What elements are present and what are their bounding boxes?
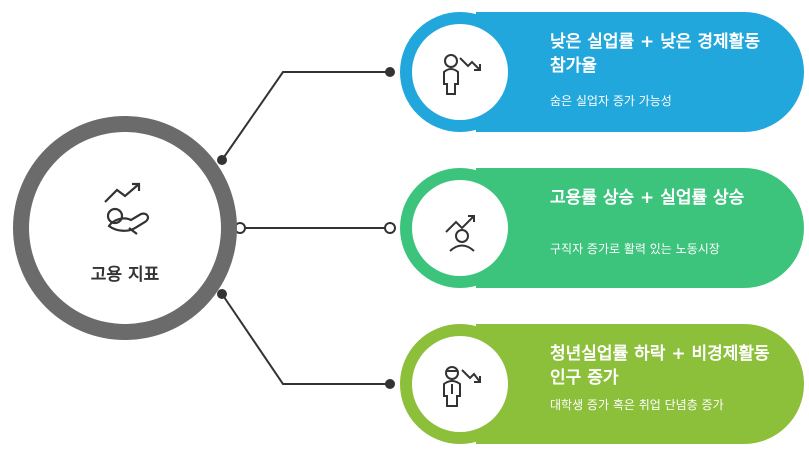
card-description: 숨은 실업자 증가 가능성 bbox=[550, 94, 672, 108]
card-body bbox=[476, 168, 804, 288]
person-trend-down-icon bbox=[443, 54, 481, 95]
card-body bbox=[476, 324, 804, 444]
student-trend-down-icon bbox=[443, 366, 481, 407]
card-description: 대학생 증가 혹은 취업 단념층 증가 bbox=[550, 398, 724, 412]
person-trend-up-icon bbox=[445, 215, 475, 252]
employment-indicator-hub: 고용 지표 bbox=[13, 116, 237, 340]
card-employment-rise: 고용률 상승 + 실업률 상승 구직자 증가로 활력 있는 노동시장 bbox=[400, 168, 804, 288]
connector-top-start-dot bbox=[385, 67, 395, 77]
card-icon-circle bbox=[412, 180, 508, 276]
connector-top-end-dot bbox=[217, 155, 227, 165]
card-icon-ring bbox=[400, 324, 520, 444]
card-icon-ring bbox=[400, 168, 520, 288]
card-title: 청년실업률 하락 + 비경제활동인구 증가 bbox=[550, 344, 770, 388]
connector-top bbox=[221, 71, 390, 161]
person-trend-up-icon bbox=[104, 182, 150, 235]
connector-bottom bbox=[221, 293, 390, 385]
card-youth-unemployment: 청년실업률 하락 + 비경제활동인구 증가 대학생 증가 혹은 취업 단념층 증… bbox=[400, 324, 804, 444]
card-low-unemployment: 낮은 실업률 + 낮은 경제활동참가율 숨은 실업자 증가 가능성 bbox=[400, 12, 804, 132]
card-title: 고용률 상승 + 실업률 상승 bbox=[550, 188, 745, 208]
card-body bbox=[476, 12, 804, 132]
hub-label: 고용 지표 bbox=[90, 265, 160, 285]
connector-bottom-end-dot bbox=[385, 379, 395, 389]
card-title: 낮은 실업률 + 낮은 경제활동참가율 bbox=[550, 32, 760, 76]
hub-inner-circle: 고용 지표 bbox=[29, 132, 221, 324]
card-icon-circle bbox=[412, 336, 508, 432]
connector-middle-end-ring bbox=[384, 222, 396, 234]
card-icon-circle bbox=[412, 24, 508, 120]
connector-bottom-start-dot bbox=[217, 289, 227, 299]
card-icon-ring bbox=[400, 12, 520, 132]
card-description: 구직자 증가로 활력 있는 노동시장 bbox=[550, 242, 720, 256]
